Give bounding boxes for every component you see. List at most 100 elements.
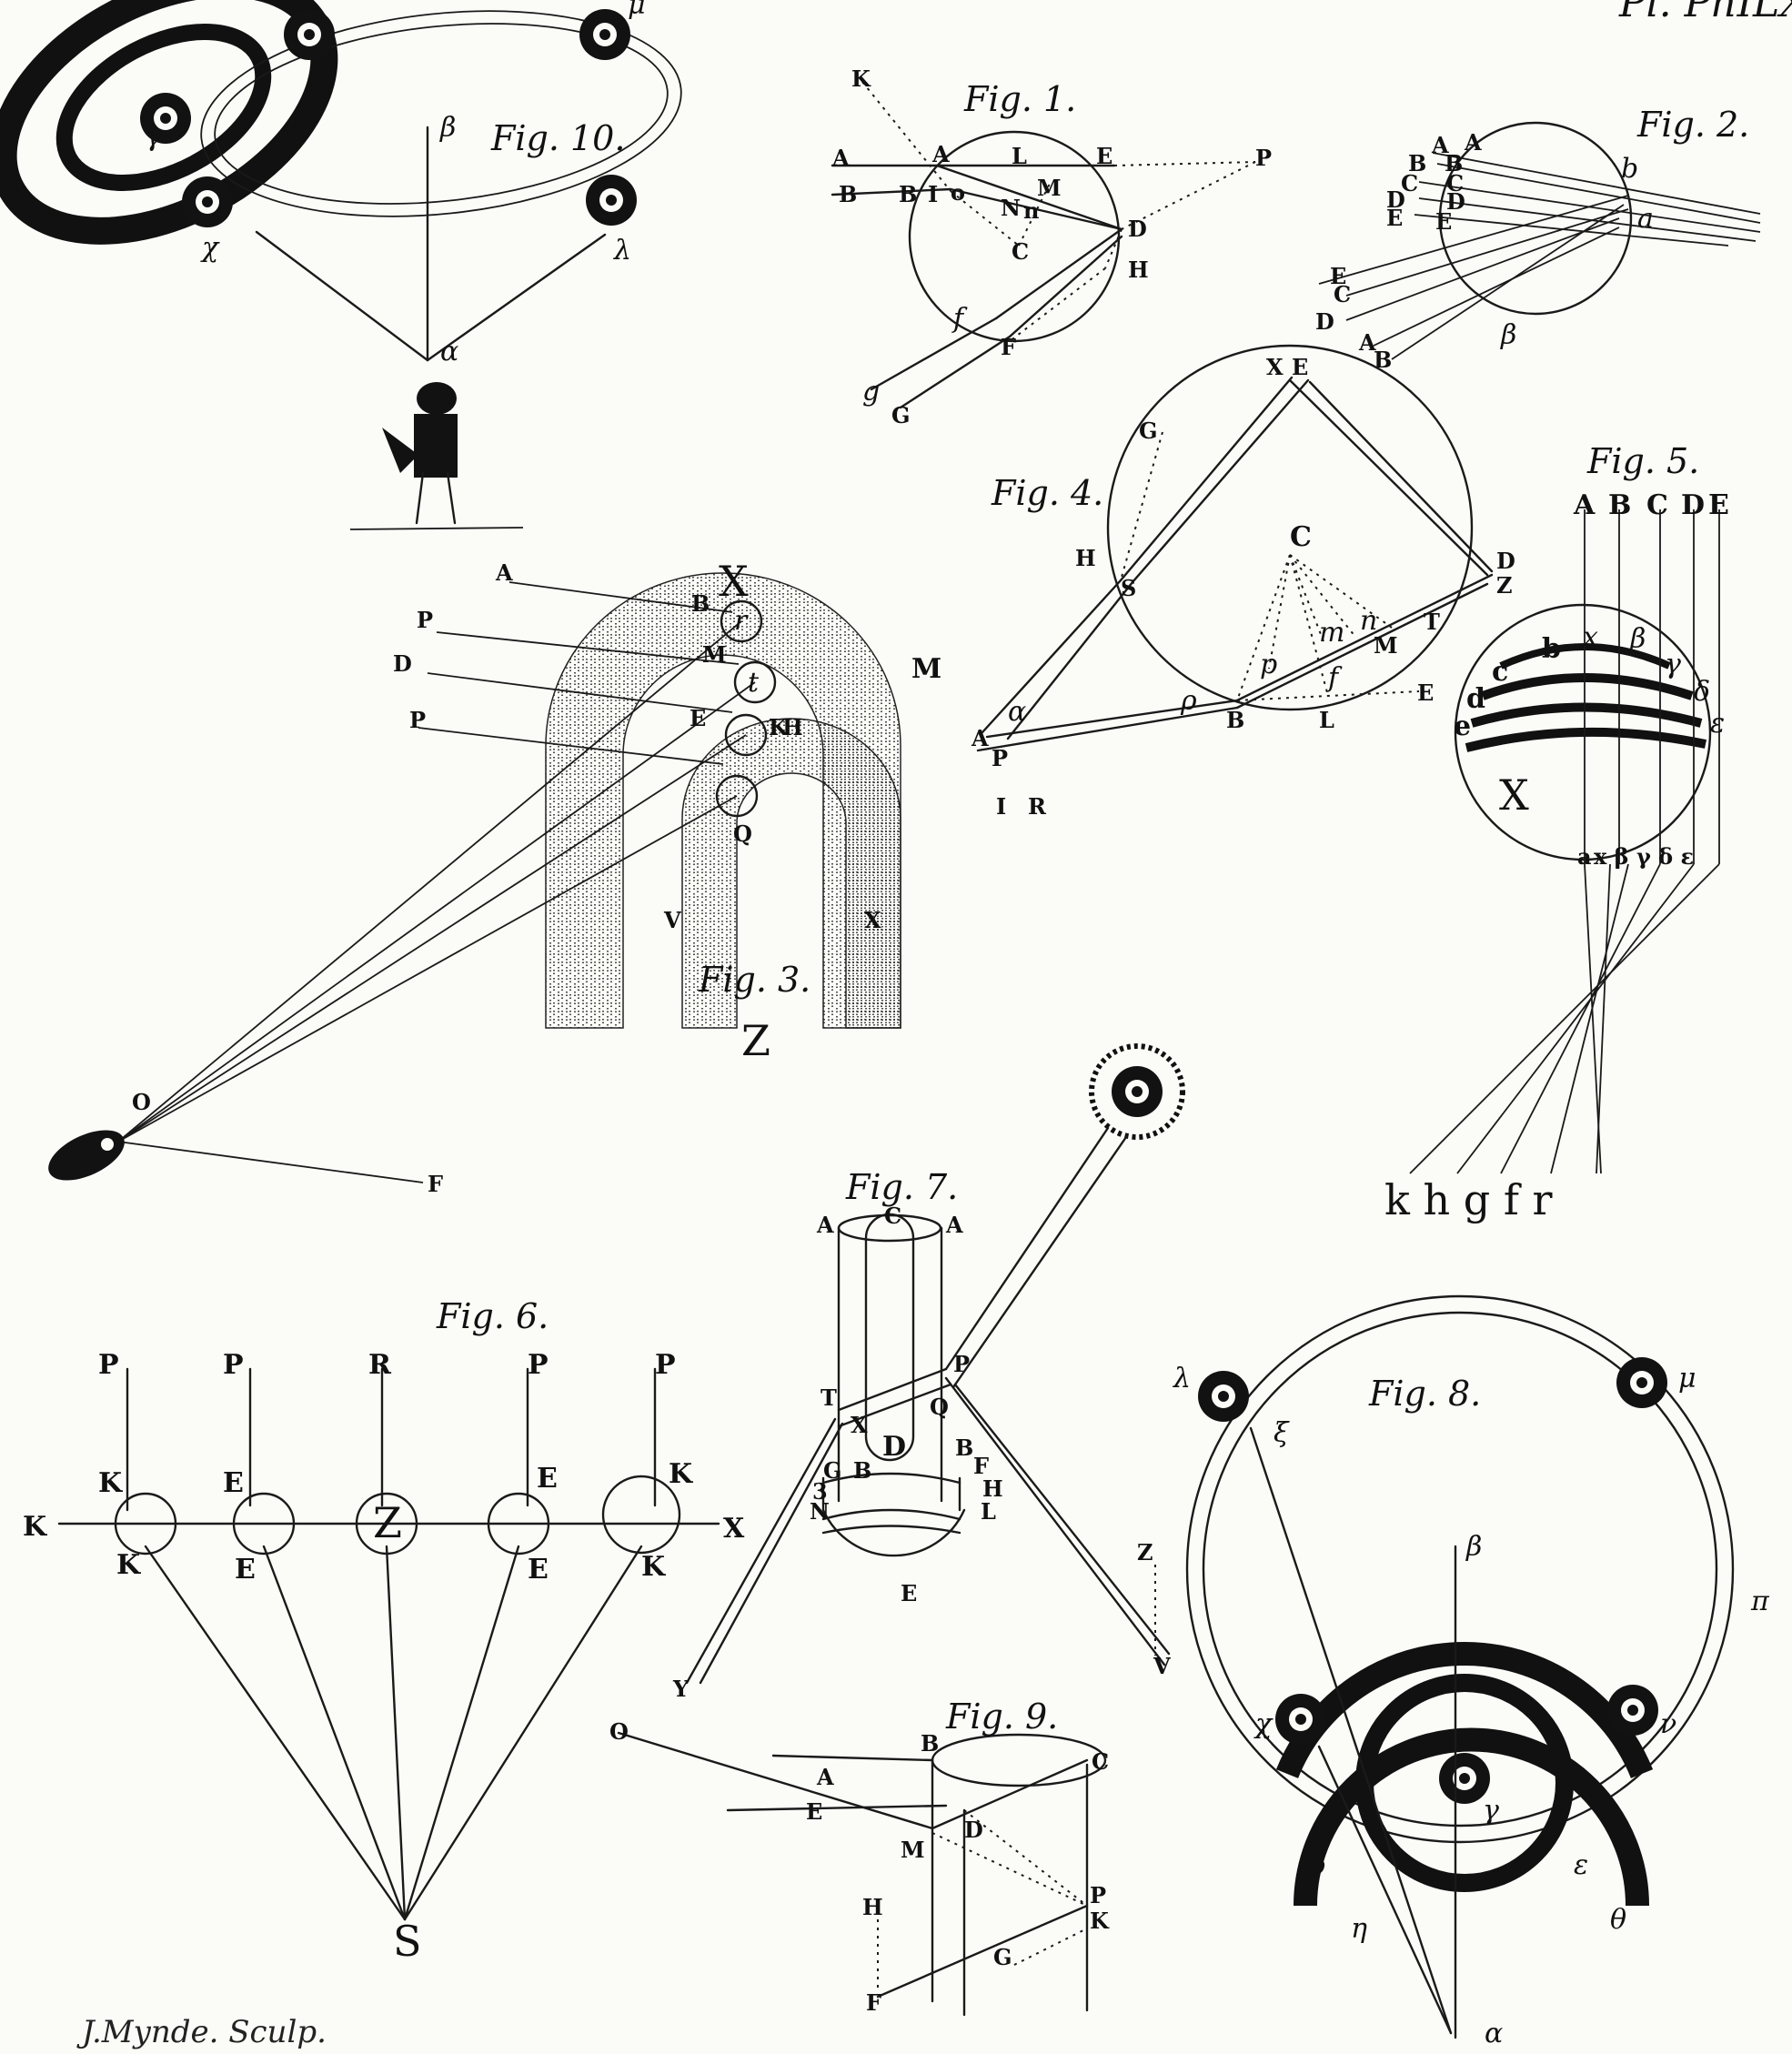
fig2-label: C <box>1334 281 1351 307</box>
fig1-label: I <box>928 181 938 207</box>
fig1-label: n <box>1023 197 1039 224</box>
fig7-label: F <box>973 1453 989 1479</box>
fig7-label: Q <box>930 1394 949 1420</box>
fig2-label: A <box>1431 132 1449 158</box>
fig9-label: B <box>921 1730 939 1757</box>
fig3-label: V <box>663 907 681 933</box>
fig6-label: K <box>669 1458 693 1490</box>
fig6-label: E <box>235 1554 256 1586</box>
fig4-label: T <box>1424 609 1440 635</box>
fig2-label: C <box>1401 170 1418 196</box>
fig3-title: Fig. 3. <box>698 960 810 1000</box>
fig7-sun <box>1112 1066 1163 1117</box>
fig10-parhelion-right <box>586 175 637 226</box>
fig3-label: H <box>782 714 803 740</box>
fig4-label: B <box>1226 707 1244 733</box>
fig6-label-top: R <box>368 1349 392 1381</box>
fig7-label: N <box>810 1498 830 1525</box>
fig1-label: B <box>839 181 857 207</box>
fig1-label: A <box>931 141 950 167</box>
fig3-label: P <box>417 607 433 633</box>
fig3-label: D <box>393 650 412 677</box>
figure-5: Fig. 5. A B C D E b x β c γ d δ e ε X a … <box>1384 441 1729 1224</box>
fig5-label: X <box>1499 770 1529 820</box>
fig6-label: E <box>223 1467 244 1499</box>
fig6-label-top: P <box>223 1349 244 1381</box>
fig5-drop-circle <box>1454 603 1712 861</box>
fig9-label: H <box>862 1894 883 1920</box>
fig1-label: G <box>891 402 911 428</box>
fig7-label: P <box>953 1351 970 1377</box>
fig10-parhelion-top-right <box>579 9 630 60</box>
fig9-label: O <box>609 1718 629 1745</box>
fig3-label: B <box>691 590 710 617</box>
fig2-label: β <box>1500 319 1516 351</box>
fig1-label: D <box>1128 216 1147 242</box>
fig1-label: H <box>1128 257 1149 283</box>
fig1-label: B <box>899 181 917 207</box>
fig7-label: T <box>820 1384 837 1411</box>
fig4-label: D <box>1496 548 1515 574</box>
fig8-label: θ <box>1610 1904 1626 1936</box>
fig9-label: E <box>806 1798 822 1825</box>
fig8-label: δ <box>1310 1849 1326 1881</box>
fig6-label-top: P <box>98 1349 119 1381</box>
fig3-label: Q <box>733 821 752 847</box>
fig1-label: E <box>1096 143 1112 169</box>
fig7-label: A <box>816 1212 834 1238</box>
fig1-label: A <box>831 145 850 171</box>
fig10-parhelion-left <box>182 176 233 227</box>
fig6-label: S <box>393 1917 422 1966</box>
figure-4: Fig. 4. X E G H S C D Z T n m M p f α ρ … <box>971 344 1515 820</box>
fig8-label: ν <box>1660 1708 1676 1740</box>
fig1-label: P <box>1255 145 1272 171</box>
fig7-label: C <box>884 1203 901 1229</box>
fig1-label: M <box>1037 175 1062 201</box>
figure-1: Fig. 1. K A A L E P B B I o M N n C D H … <box>831 65 1272 428</box>
fig7-label: E <box>901 1580 917 1606</box>
fig8-label: χ <box>1253 1708 1274 1740</box>
fig4-label: H <box>1075 545 1096 571</box>
fig4-label: X <box>1266 354 1284 380</box>
fig5-title: Fig. 5. <box>1586 441 1699 481</box>
fig5-label-top: B <box>1608 489 1631 521</box>
fig8-parhelion-left <box>1198 1371 1249 1422</box>
fig4-label: A <box>971 725 989 751</box>
plate-number: Pl. PhILXX. II. <box>1618 0 1792 26</box>
fig9-label: D <box>964 1817 983 1843</box>
fig2-label: B <box>1374 347 1392 373</box>
fig5-label-top: E <box>1708 489 1729 521</box>
fig1-label: F <box>1001 334 1016 360</box>
fig7-label: G <box>823 1457 842 1484</box>
fig8-parhelion-lower-left <box>1275 1694 1326 1745</box>
fig1-label: K <box>851 65 871 92</box>
fig3-label: X <box>864 907 881 933</box>
fig5-label: e <box>1454 710 1471 742</box>
fig7-label: V <box>1153 1653 1171 1679</box>
fig4-title: Fig. 4. <box>991 473 1103 513</box>
fig7-title: Fig. 7. <box>845 1167 958 1207</box>
fig5-label-top: A <box>1573 489 1596 521</box>
fig8-label: λ <box>1173 1363 1191 1395</box>
fig3-label: r <box>734 605 749 637</box>
fig7-label: A <box>945 1212 963 1238</box>
fig4-label: ρ <box>1180 685 1197 717</box>
fig7-label: H <box>982 1475 1003 1502</box>
fig9-label: F <box>866 1989 881 2016</box>
fig4-label: E <box>1292 354 1308 380</box>
fig4-label: m <box>1319 617 1344 649</box>
fig6-label: K <box>98 1467 123 1499</box>
fig10-title: Fig. 10. <box>490 118 625 158</box>
fig2-label: D <box>1386 186 1405 213</box>
figure-10: Fig. 10. μ γ β χ λ α <box>0 0 682 530</box>
fig9-label: M <box>901 1837 925 1863</box>
fig5-label: ε <box>1710 708 1725 740</box>
fig3-label: A <box>495 559 513 586</box>
fig3-label: K <box>769 714 789 740</box>
fig8-inner-bow <box>1355 1674 1574 1892</box>
fig10-label-beta: β <box>439 112 456 144</box>
fig2-label: D <box>1315 308 1334 335</box>
fig8-label: η <box>1351 1913 1367 1945</box>
fig6-label: Z <box>373 1498 402 1547</box>
fig4-label: P <box>992 745 1008 771</box>
